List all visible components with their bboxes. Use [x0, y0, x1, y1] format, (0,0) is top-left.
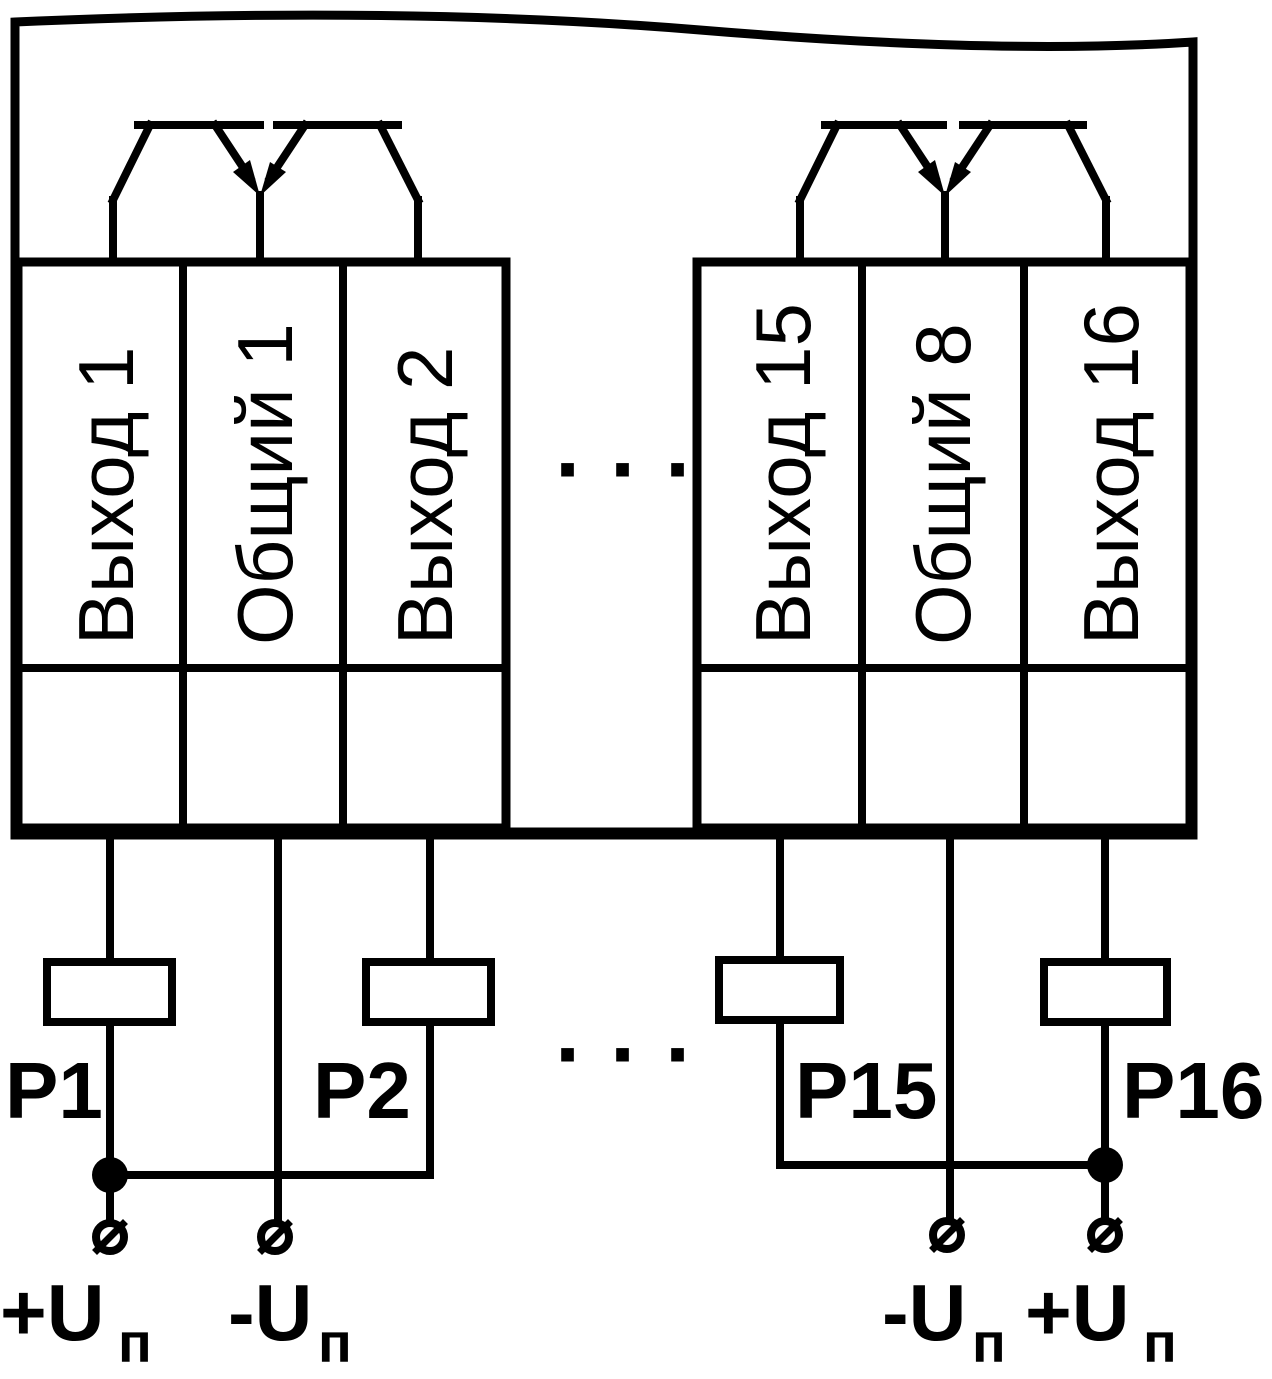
svg-text:+U: +U: [1025, 1268, 1130, 1357]
terminal-block-left: Выход 1 Общий 1 Выход 2: [13, 257, 511, 833]
terminal-label-out15: Выход 15: [739, 303, 827, 645]
wiring-left: [43, 828, 495, 1255]
relay-label-p16: P16: [1122, 1046, 1264, 1135]
terminal-label-com8: Общий 8: [899, 323, 987, 645]
device-enclosure: [10, 10, 1198, 840]
terminal-label-com1: Общий 1: [221, 323, 309, 645]
svg-text:п: п: [318, 1311, 352, 1374]
relay-coil-p1: [43, 958, 176, 1026]
terminal-label-out1: Выход 1: [62, 347, 150, 645]
relay-label-p2: P2: [313, 1046, 411, 1135]
ellipsis-bottom: · · ·: [555, 1005, 695, 1105]
svg-text:-U: -U: [882, 1268, 966, 1357]
transistor-pair-right: [794, 119, 1112, 266]
supply-label-right-plus: +U п: [1025, 1268, 1177, 1374]
supply-label-right-minus: -U п: [882, 1268, 1006, 1374]
relay-label-p15: P15: [795, 1046, 937, 1135]
ellipsis-top: · · ·: [555, 420, 695, 520]
relay-coil-p2: [362, 958, 495, 1026]
terminal-block-right: Выход 15 Общий 8 Выход 16: [692, 257, 1195, 833]
svg-text:п: п: [1143, 1311, 1177, 1374]
supply-terminal-left-minus: [257, 1219, 293, 1255]
supply-terminal-right-plus: [1087, 1217, 1123, 1253]
supply-terminal-right-minus: [929, 1217, 965, 1253]
svg-text:п: п: [118, 1311, 152, 1374]
supply-label-left-minus: -U п: [228, 1268, 352, 1374]
supply-terminal-left-plus: [92, 1219, 128, 1255]
svg-text:-U: -U: [228, 1268, 312, 1357]
relay-label-p1: P1: [5, 1046, 103, 1135]
relay-coil-p16: [1040, 958, 1171, 1026]
terminal-label-out2: Выход 2: [381, 347, 469, 645]
relay-coil-p15: [715, 956, 844, 1024]
svg-text:п: п: [972, 1311, 1006, 1374]
svg-text:+U: +U: [0, 1268, 105, 1357]
transistor-pair-left: [107, 119, 424, 266]
wiring-right: [715, 828, 1171, 1253]
terminal-label-out16: Выход 16: [1067, 303, 1155, 645]
supply-label-left-plus: +U п: [0, 1268, 152, 1374]
